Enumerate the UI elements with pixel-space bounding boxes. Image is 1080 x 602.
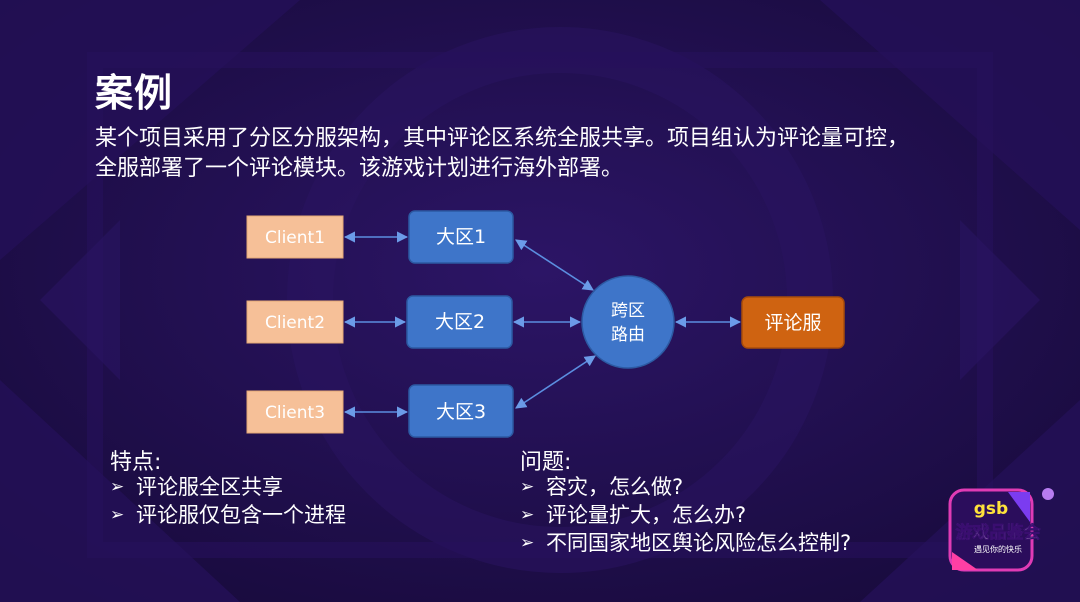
connectors bbox=[343, 231, 742, 418]
description-line: 全服部署了一个评论模块。该游戏计划进行海外部署。 bbox=[95, 156, 624, 181]
bullet-arrow-icon: ➢ bbox=[520, 533, 535, 553]
zone-node: 大区1 bbox=[408, 210, 514, 264]
features-list: ➢ 评论服全区共享 ➢ 评论服仅包含一个进程 bbox=[110, 473, 346, 529]
list-item-text: 容灾，怎么做? bbox=[546, 475, 684, 499]
zone-node: 大区3 bbox=[408, 384, 514, 438]
zone-label: 大区1 bbox=[436, 226, 486, 248]
bullet-arrow-icon: ➢ bbox=[110, 505, 125, 525]
list-item-text: 评论量扩大，怎么办? bbox=[546, 503, 747, 527]
connector-zone1-router bbox=[515, 239, 594, 291]
bullet-arrow-icon: ➢ bbox=[520, 477, 535, 497]
bullet-arrow-icon: ➢ bbox=[110, 477, 125, 497]
list-item-text: 评论服仅包含一个进程 bbox=[136, 503, 346, 527]
list-item: ➢ 评论服全区共享 bbox=[110, 473, 346, 501]
service-label: 评论服 bbox=[764, 312, 821, 334]
connector-zone3-router bbox=[515, 355, 596, 409]
list-item: ➢ 评论量扩大，怎么办? bbox=[520, 501, 851, 529]
client-node: Client3 bbox=[246, 390, 344, 434]
logo-tagline: 遇见你的快乐 bbox=[974, 544, 1022, 554]
questions-list: ➢ 容灾，怎么做? ➢ 评论量扩大，怎么办? ➢ 不同国家地区舆论风险怎么控制? bbox=[520, 473, 851, 557]
list-item-text: 评论服全区共享 bbox=[136, 475, 283, 499]
service-node: 评论服 bbox=[741, 296, 845, 349]
list-item: ➢ 评论服仅包含一个进程 bbox=[110, 501, 346, 529]
description-line: 某个项目采用了分区分服架构，其中评论区系统全服共享。项目组认为评论量可控， bbox=[95, 126, 910, 151]
slide-title: 案例 bbox=[95, 71, 174, 115]
list-item-text: 不同国家地区舆论风险怎么控制? bbox=[546, 531, 852, 555]
list-item: ➢ 不同国家地区舆论风险怎么控制? bbox=[520, 529, 851, 557]
slide-description: 某个项目采用了分区分服架构，其中评论区系统全服共享。项目组认为评论量可控， 全服… bbox=[95, 124, 1035, 184]
router-node: 跨区 路由 bbox=[581, 275, 675, 369]
questions-heading: 问题: bbox=[520, 450, 572, 475]
client-node: Client2 bbox=[246, 300, 344, 344]
logo-name: 游戏品鉴会 bbox=[956, 522, 1041, 543]
client-label: Client1 bbox=[265, 228, 325, 248]
logo-mark: gsb bbox=[974, 499, 1008, 519]
router-label-line: 路由 bbox=[611, 325, 645, 345]
client-label: Client3 bbox=[265, 403, 325, 423]
bullet-arrow-icon: ➢ bbox=[520, 505, 535, 525]
zone-node: 大区2 bbox=[406, 295, 513, 349]
features-heading: 特点: bbox=[110, 450, 162, 475]
client-label: Client2 bbox=[265, 313, 325, 333]
event-logo: gsb 游戏品鉴会 遇见你的快乐 bbox=[948, 488, 1054, 572]
zone-label: 大区2 bbox=[435, 311, 485, 333]
zone-label: 大区3 bbox=[436, 401, 486, 423]
list-item: ➢ 容灾，怎么做? bbox=[520, 473, 851, 501]
router-label-line: 跨区 bbox=[611, 301, 645, 321]
client-node: Client1 bbox=[246, 215, 344, 259]
